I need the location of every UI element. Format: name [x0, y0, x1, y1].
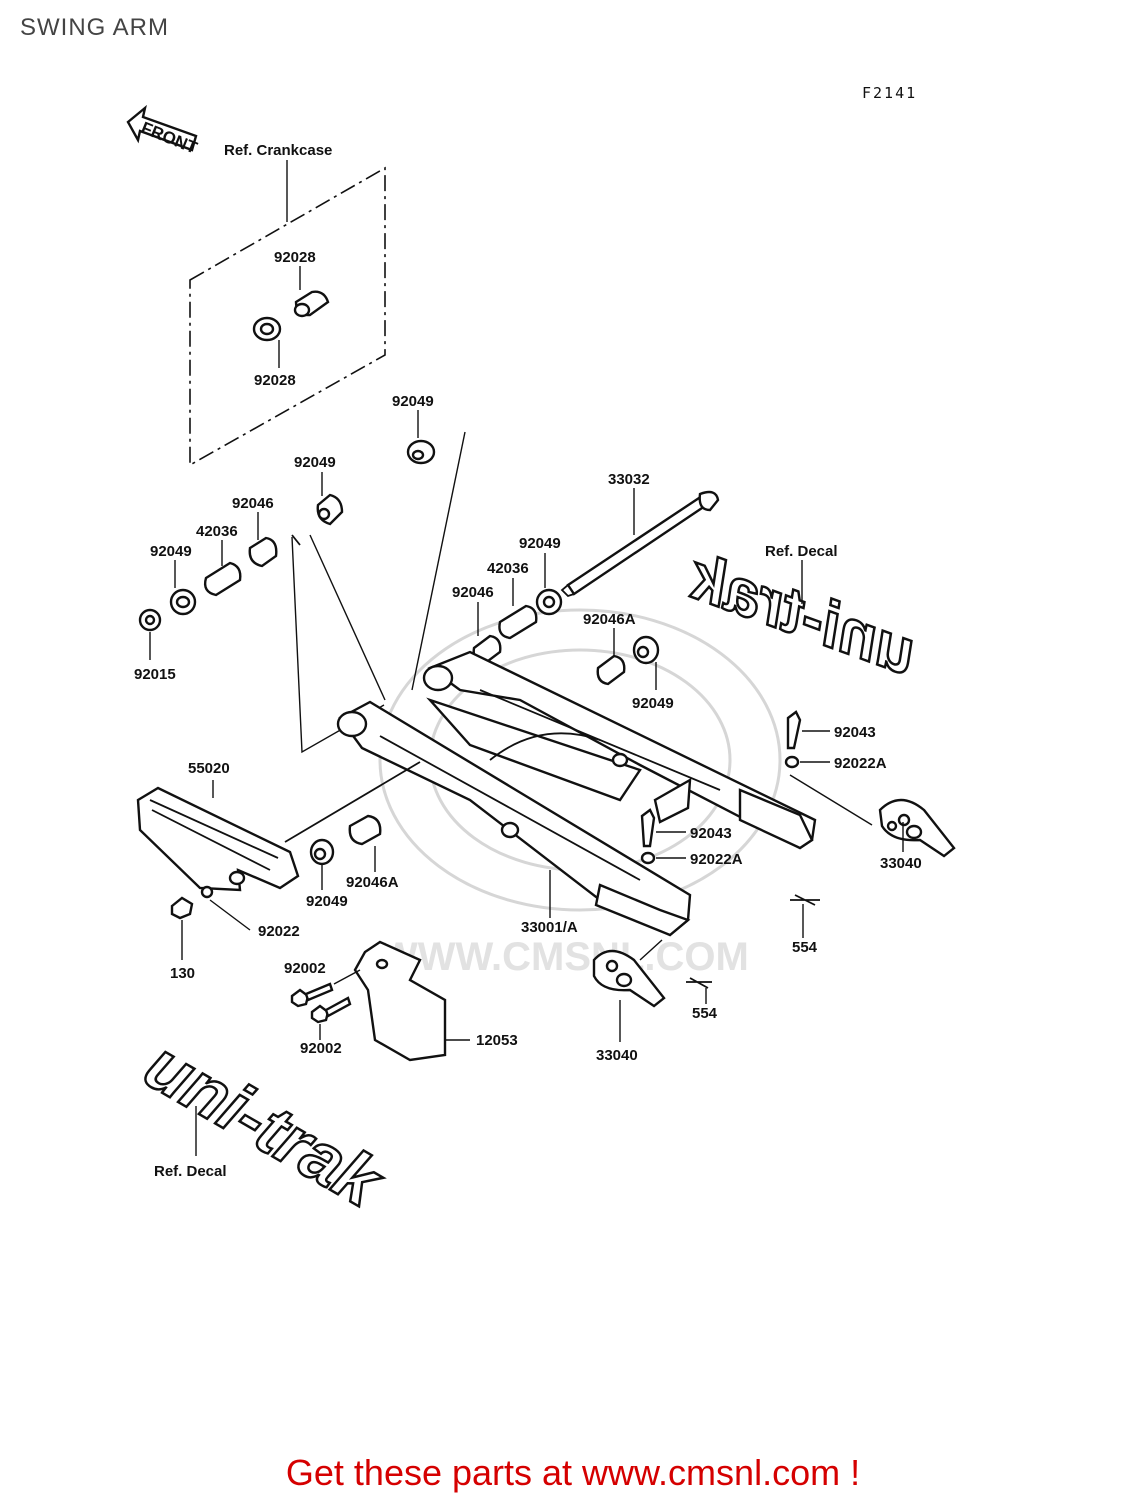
- part-label-92022a-right: 92022A: [834, 755, 887, 772]
- part-label-130: 130: [170, 965, 195, 982]
- ref-decal-right-label: Ref. Decal: [765, 543, 838, 560]
- seal-92049-right: [535, 588, 563, 616]
- part-labels: 92028 92028 92049 92049 33032 92046 4203…: [134, 249, 922, 1064]
- page-title: SWING ARM: [20, 14, 170, 41]
- footer-link[interactable]: Get these parts at www.cmsnl.com !: [285, 1452, 861, 1493]
- spacer-42036: [203, 561, 242, 597]
- part-label-92015: 92015: [134, 666, 176, 683]
- decal-left: uni-trak: [131, 1024, 397, 1224]
- part-label-33001a: 33001/A: [521, 919, 578, 936]
- part-label-92046: 92046: [232, 495, 274, 512]
- bolt-92002-upper: [290, 982, 334, 1008]
- front-arrow-icon: FRONT: [126, 104, 201, 158]
- bushing-92028-lower: [252, 316, 282, 342]
- washer-92022: [200, 885, 214, 899]
- part-label-92049-left: 92049: [150, 543, 192, 560]
- pivot-shaft-33032: [560, 490, 720, 598]
- part-label-92002-upper: 92002: [284, 960, 326, 977]
- nut-92015: [138, 608, 162, 632]
- cotter-pin-554-right: [790, 894, 820, 906]
- swing-arm-diagram: WWW.CMSNL.COM FRONT Ref. Crankcase: [126, 104, 956, 1224]
- part-label-92049-far-right: 92049: [632, 695, 674, 712]
- chain-guard-55020: [136, 761, 421, 892]
- part-label-33032: 33032: [608, 471, 650, 488]
- figure-code: F2141: [862, 84, 918, 102]
- chain-adjuster-33040-left: [592, 949, 666, 1008]
- part-label-92049-top: 92049: [392, 393, 434, 410]
- part-label-92049-right: 92049: [519, 535, 561, 552]
- pin-92043-left: [640, 808, 656, 848]
- seal-92049-far-right: [632, 635, 660, 665]
- part-label-92022a-left: 92022A: [690, 851, 743, 868]
- bracket-12053: [353, 940, 447, 1062]
- swing-arm-33001: [336, 650, 817, 937]
- part-label-554-right: 554: [792, 939, 818, 956]
- seal-92049-bottom: [309, 838, 335, 866]
- front-label: FRONT: [139, 118, 201, 158]
- seal-92049-top: [406, 439, 436, 465]
- ref-decal-left-label: Ref. Decal: [154, 1163, 227, 1180]
- part-label-12053: 12053: [476, 1032, 518, 1049]
- part-label-33040-right: 33040: [880, 855, 922, 872]
- bolt-130: [170, 896, 194, 920]
- cotter-pin-554-left: [686, 977, 712, 989]
- sleeve-92046a-left: [348, 814, 382, 846]
- part-label-33040-left: 33040: [596, 1047, 638, 1064]
- part-label-55020: 55020: [188, 760, 230, 777]
- part-label-92028-top: 92028: [274, 249, 316, 266]
- seal-92049-mid: [316, 493, 344, 526]
- part-label-92046a-right: 92046A: [583, 611, 636, 628]
- washer-92022a-right: [784, 755, 800, 769]
- crankcase-reference-box: [189, 160, 386, 467]
- watermark: WWW.CMSNL.COM: [378, 608, 782, 979]
- ref-crankcase-label: Ref. Crankcase: [224, 142, 332, 159]
- part-label-92022: 92022: [258, 923, 300, 940]
- sleeve-92046a-right: [596, 654, 626, 686]
- sleeve-92046: [248, 536, 278, 568]
- washer-92022a-left: [640, 851, 656, 865]
- watermark-text: WWW.CMSNL.COM: [380, 935, 749, 979]
- part-label-554-left: 554: [692, 1005, 718, 1022]
- part-label-92046-right: 92046: [452, 584, 494, 601]
- part-label-92049-bottom: 92049: [306, 893, 348, 910]
- bushing-92028-upper: [293, 290, 330, 318]
- part-label-42036-right: 42036: [487, 560, 529, 577]
- pin-92043-right: [786, 710, 802, 750]
- part-label-92049-mid: 92049: [294, 454, 336, 471]
- part-label-92046a-left: 92046A: [346, 874, 399, 891]
- decal-left-text: uni-trak: [133, 1025, 397, 1222]
- spacer-42036-right: [498, 604, 538, 640]
- bolt-92002-lower: [310, 996, 352, 1024]
- chain-adjuster-33040-right: [878, 798, 956, 858]
- part-label-92043-right: 92043: [834, 724, 876, 741]
- seal-92049-left: [169, 588, 197, 616]
- part-label-42036: 42036: [196, 523, 238, 540]
- part-label-92002-lower: 92002: [300, 1040, 342, 1057]
- part-label-92043-left: 92043: [690, 825, 732, 842]
- part-label-92028-bottom: 92028: [254, 372, 296, 389]
